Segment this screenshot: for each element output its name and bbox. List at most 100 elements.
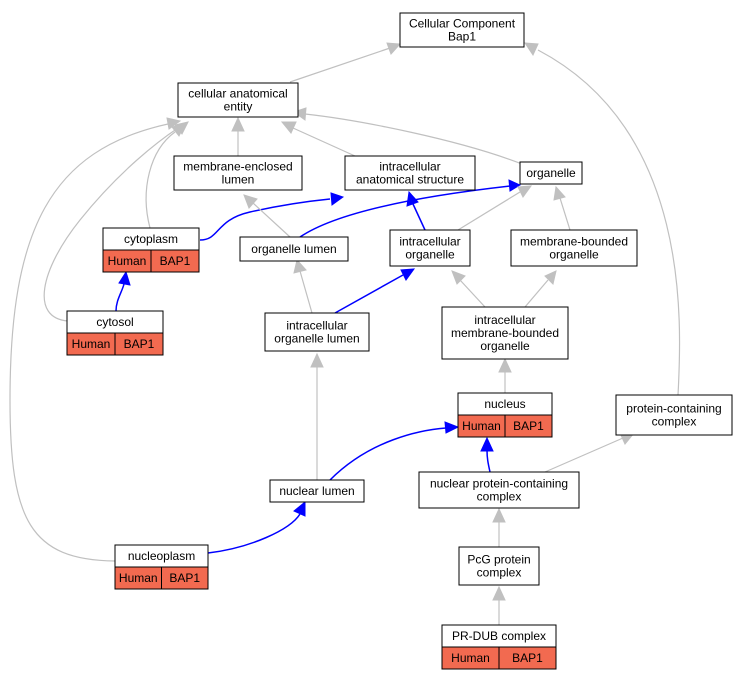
edge-imbo-to-io (459, 279, 486, 308)
edge-arrowhead (174, 121, 189, 135)
edge-npcc-partof-nucleus (486, 449, 491, 473)
edge-io-partof-ias (412, 203, 426, 231)
edge-arrowhead (553, 185, 566, 201)
node-box (510, 229, 638, 267)
edge-arrowhead (406, 190, 419, 207)
node-label: nucleoplasm (128, 549, 195, 563)
node-label: nucleus (484, 397, 525, 411)
annotation-gene-cell (150, 249, 200, 273)
edge-arrowhead (280, 121, 297, 134)
node-label: organelle (405, 248, 455, 262)
annotation-gene-cell (498, 646, 557, 670)
node-organelle[interactable]: organelle (519, 161, 583, 185)
node-label: entity (224, 100, 253, 114)
edge-arrowhead (386, 42, 402, 55)
node-box (344, 155, 476, 191)
node-label: organelle (480, 339, 530, 353)
edge-ol-to-mel (252, 202, 291, 238)
node-label: PR-DUB complex (452, 629, 546, 643)
edge-iol-to-ol (299, 270, 313, 314)
node-label: intracellular (286, 319, 347, 333)
node-box (389, 229, 471, 267)
node-box (418, 471, 580, 509)
node-label: membrane-enclosed (183, 160, 292, 174)
node-label: nuclear lumen (279, 484, 354, 498)
edge-arrowhead (451, 270, 466, 285)
annotation-gene: BAP1 (169, 571, 200, 585)
edge-arrowhead (166, 117, 182, 130)
node-label: lumen (222, 173, 255, 187)
edge-iol-partof-io (334, 274, 404, 314)
node-box (173, 155, 303, 191)
edge-cytosol-to-cae (43, 127, 179, 322)
annotation-species: Human (451, 651, 490, 665)
edge-pcc-to-root (537, 49, 681, 396)
edge-arrowhead (118, 270, 131, 286)
edge-ol-partof-org (299, 185, 511, 238)
edge-npcc-to-pcc (544, 437, 624, 473)
edge-cae-to-root (289, 47, 391, 83)
node-label: complex (477, 566, 522, 580)
edge-arrowhead (498, 357, 512, 373)
node-label: complex (477, 490, 522, 504)
edge-arrowhead (293, 500, 306, 517)
node-label: anatomical structure (356, 173, 464, 187)
node-box (264, 312, 370, 352)
edge-ias-to-cae (292, 127, 356, 157)
edge-arrowhead (508, 179, 522, 192)
node-box (441, 306, 569, 360)
node-label: cytoplasm (124, 232, 178, 246)
edge-cyto-to-cae (145, 131, 176, 229)
edge-arrowhead (544, 270, 557, 285)
edge-mbo-to-org (559, 197, 571, 231)
node-nuclear-lumen[interactable]: nuclear lumen (269, 479, 365, 503)
edge-arrowhead (293, 258, 307, 274)
annotation-gene: BAP1 (124, 337, 155, 351)
edge-arrowhead (330, 192, 345, 206)
node-box (519, 161, 583, 185)
edge-nl-partof-nucleus (329, 427, 447, 481)
edge-arrowhead (492, 507, 506, 523)
edge-arrowhead (480, 436, 494, 452)
annotation-gene-cell (161, 566, 209, 590)
annotation-species: Human (72, 337, 111, 351)
annotation-gene-cell (504, 414, 553, 438)
node-label: membrane-bounded (451, 326, 559, 340)
node-label: intracellular (399, 235, 460, 249)
annotation-gene-cell (114, 332, 164, 356)
edges (9, 42, 681, 625)
edge-arrowhead (310, 352, 324, 368)
node-label: complex (652, 415, 697, 429)
edge-io-to-org (457, 191, 521, 231)
node-organelle-lumen[interactable]: organelle lumen (239, 236, 349, 262)
node-label: membrane-bounded (520, 235, 628, 249)
node-box (399, 12, 525, 48)
annotation-species: Human (108, 254, 147, 268)
node-label: organelle lumen (274, 332, 359, 346)
edge-cyto-partof-ias (199, 198, 331, 241)
edge-nucleoplasm-partof-nl (207, 513, 301, 554)
annotation-gene: BAP1 (512, 651, 543, 665)
annotation-gene: BAP1 (513, 419, 544, 433)
node-box (239, 236, 349, 262)
annotation-species: Human (462, 419, 501, 433)
edge-arrowhead (492, 585, 506, 601)
node-label: Cellular Component (409, 17, 516, 31)
